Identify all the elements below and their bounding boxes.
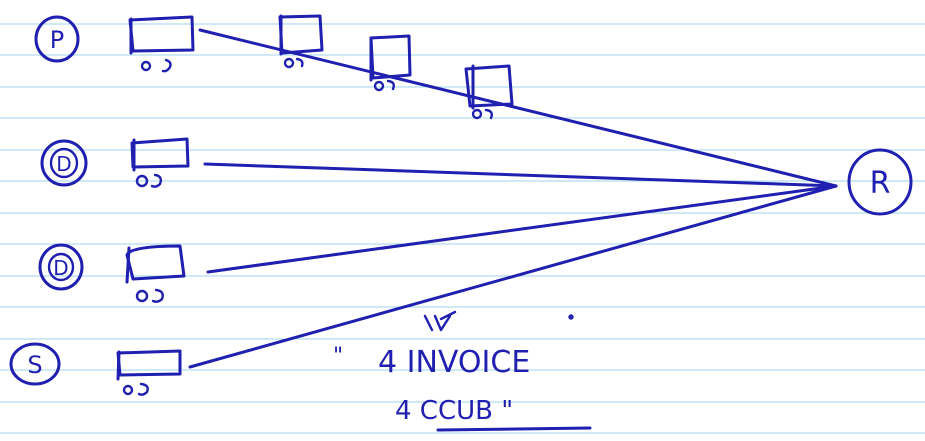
node-d-first-label: D — [56, 152, 71, 176]
connection-lines — [188, 28, 838, 369]
note-line-invoice: 4 INVOICE — [378, 345, 530, 380]
truck-moving-2 — [369, 34, 412, 92]
dot-mark — [568, 314, 574, 320]
scribble-mark — [423, 310, 457, 332]
node-r-label: R — [870, 166, 891, 201]
node-d-second: D — [38, 243, 84, 291]
truck-d-first — [130, 137, 190, 188]
notes: " 4 INVOICE 4 CCUB " — [333, 310, 592, 432]
node-s: S — [9, 342, 61, 386]
node-r: R — [847, 148, 913, 216]
truck-p — [128, 15, 195, 73]
truck-s — [116, 349, 182, 396]
node-p-label: P — [50, 26, 64, 54]
line-p-to-r — [198, 28, 838, 188]
line-s-to-r — [188, 184, 838, 369]
line-d-first-to-r — [203, 162, 838, 188]
truck-moving-1 — [278, 14, 324, 69]
node-s-label: S — [27, 351, 42, 379]
node-d-second-label: D — [53, 256, 68, 280]
node-p: P — [34, 15, 80, 63]
note-line-ccub: 4 CCUB " — [395, 396, 513, 426]
truck-d-second — [125, 244, 186, 303]
ruled-lines — [0, 23, 925, 434]
node-d-first: D — [40, 139, 88, 187]
line-d-second-to-r — [206, 184, 838, 274]
underline — [436, 426, 592, 432]
ditto-mark: " — [333, 344, 343, 369]
truck-moving-3 — [464, 64, 514, 120]
